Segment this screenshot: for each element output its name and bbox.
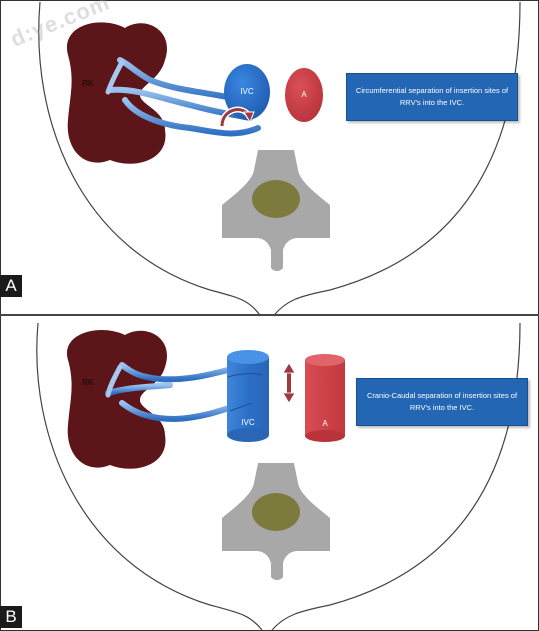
kidney-label: RK — [82, 79, 94, 88]
kidney-shape — [66, 22, 167, 164]
aorta-label: A — [301, 90, 307, 99]
kidney-shape — [66, 329, 167, 469]
renal-vein-upper — [119, 362, 235, 383]
kidney-label: RK — [82, 378, 94, 387]
renal-vein-mid — [105, 382, 173, 396]
callout-box: Cranio-Caudal separation of insertion si… — [356, 378, 528, 426]
arrow-head-up — [282, 362, 296, 374]
ivc-cylinder — [227, 357, 269, 435]
ivc-cylinder-bottom — [227, 428, 269, 442]
renal-vein-stem — [105, 59, 125, 95]
vertebral-body — [252, 493, 300, 531]
panel-a: d:ye.com RK IVC A Circumferential separa… — [0, 0, 539, 315]
ivc-label: IVC — [240, 87, 254, 96]
vertebral-body — [252, 180, 300, 218]
panel-letter: B — [0, 606, 22, 628]
renal-vein-upper — [117, 57, 243, 103]
renal-vein-stem — [105, 364, 123, 398]
renal-vein-lower — [122, 97, 261, 137]
panel-b-diagram — [36, 322, 521, 630]
aorta-cylinder-top — [305, 354, 345, 366]
panel-letter: A — [0, 275, 22, 297]
panel-a-diagram — [38, 1, 521, 315]
callout-box: Circumferential separation of insertion … — [346, 73, 518, 121]
ivc-label: IVC — [241, 418, 255, 427]
aorta-cylinder — [305, 360, 345, 436]
renal-vein-lower — [119, 400, 241, 423]
panel-divider — [0, 314, 539, 316]
arrow-head-down — [282, 392, 296, 404]
aorta-cylinder-bottom — [305, 430, 345, 442]
arrow-head — [243, 111, 255, 124]
ivc-circle — [224, 64, 270, 120]
aorta-label: A — [322, 419, 328, 428]
renal-vein-mid — [107, 86, 253, 121]
aorta-circle — [285, 68, 323, 122]
ivc-cylinder-top — [227, 350, 269, 364]
panel-b: RK IVC A Cranio-Caudal separation of ins… — [0, 315, 539, 630]
